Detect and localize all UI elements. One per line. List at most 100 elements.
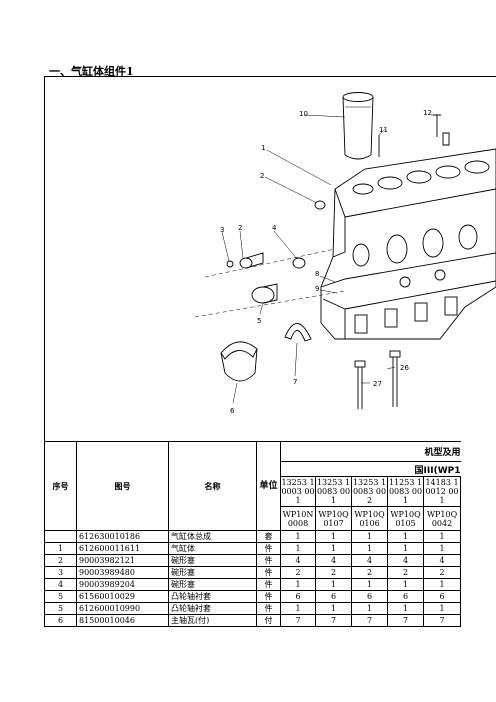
model-code: 13253 10083 001 bbox=[315, 476, 352, 507]
row-qty: 1 bbox=[280, 542, 316, 555]
row-qty: 1 bbox=[423, 530, 461, 543]
svg-text:12: 12 bbox=[423, 109, 432, 117]
thrust-washer-part bbox=[284, 323, 312, 342]
row-part-no: 61560010029 bbox=[76, 590, 169, 603]
row-qty: 1 bbox=[387, 602, 424, 615]
name-header: 名称 bbox=[168, 441, 257, 531]
row-unit: 件 bbox=[256, 590, 281, 603]
svg-text:26: 26 bbox=[400, 364, 409, 372]
row-part-no: 612600011611 bbox=[76, 542, 169, 555]
main-bearing-part bbox=[220, 341, 258, 382]
svg-text:8: 8 bbox=[315, 270, 319, 278]
row-seq bbox=[44, 530, 77, 543]
part-no-header: 图号 bbox=[76, 441, 169, 531]
row-name: 碗形塞 bbox=[168, 554, 257, 567]
row-qty: 6 bbox=[280, 590, 316, 603]
row-name: 气缸体 bbox=[168, 542, 257, 555]
engine-model: WP10Q 0105 bbox=[387, 506, 424, 531]
svg-text:7: 7 bbox=[293, 378, 297, 386]
row-qty: 4 bbox=[315, 554, 352, 567]
model-group-title: 机型及用 bbox=[280, 441, 461, 462]
row-unit: 套 bbox=[256, 530, 281, 543]
seq-header: 序号 bbox=[44, 441, 77, 531]
row-qty: 1 bbox=[423, 602, 461, 615]
row-qty: 1 bbox=[351, 542, 388, 555]
row-seq: 1 bbox=[44, 542, 77, 555]
row-name: 凸轮轴衬套 bbox=[168, 590, 257, 603]
row-qty: 2 bbox=[280, 566, 316, 579]
row-part-no: 90003982121 bbox=[76, 554, 169, 567]
svg-text:2: 2 bbox=[260, 172, 264, 180]
row-qty: 1 bbox=[315, 530, 352, 543]
bolt-parts bbox=[354, 350, 401, 409]
row-qty: 1 bbox=[351, 530, 388, 543]
row-unit: 件 bbox=[256, 602, 281, 615]
svg-text:5: 5 bbox=[257, 317, 261, 325]
row-seq: 3 bbox=[44, 566, 77, 579]
row-qty: 1 bbox=[280, 602, 316, 615]
row-qty: 2 bbox=[351, 566, 388, 579]
svg-text:27: 27 bbox=[373, 380, 382, 388]
unit-header: 单位 bbox=[256, 441, 281, 531]
row-qty: 4 bbox=[280, 554, 316, 567]
row-qty: 1 bbox=[423, 542, 461, 555]
row-qty: 1 bbox=[351, 578, 388, 591]
row-qty: 2 bbox=[315, 566, 352, 579]
row-qty: 2 bbox=[387, 566, 424, 579]
frame-left-rule bbox=[44, 76, 45, 442]
row-qty: 1 bbox=[315, 602, 352, 615]
model-code: 11253 10083 001 bbox=[387, 476, 424, 507]
row-qty: 1 bbox=[387, 542, 424, 555]
row-part-no: 612600010990 bbox=[76, 602, 169, 615]
row-qty: 4 bbox=[423, 554, 461, 567]
row-qty: 6 bbox=[423, 590, 461, 603]
row-part-no: 612630010186 bbox=[76, 530, 169, 543]
callout-labels: 10 11 12 1 2 3 2 4 8 9 5 6 7 26 27 bbox=[220, 109, 432, 415]
model-code: 13253 10003 001 bbox=[280, 476, 316, 507]
svg-text:11: 11 bbox=[379, 126, 388, 134]
row-qty: 1 bbox=[280, 530, 316, 543]
plug-parts bbox=[204, 200, 336, 278]
svg-text:1: 1 bbox=[261, 144, 265, 152]
row-part-no: 90003989480 bbox=[76, 566, 169, 579]
parts-table: 序号 图号 名称 单位 机型及用 国III(WP1 13253 10003 00… bbox=[44, 441, 461, 627]
row-unit: 付 bbox=[256, 614, 281, 627]
row-unit: 件 bbox=[256, 578, 281, 591]
parts-table-wrap: 序号 图号 名称 单位 机型及用 国III(WP1 13253 10003 00… bbox=[44, 441, 496, 627]
row-name: 凸轮轴衬套 bbox=[168, 602, 257, 615]
camshaft-bushing-part bbox=[194, 283, 346, 318]
exploded-drawing: 10 11 12 1 2 3 2 4 8 9 5 6 7 26 27 bbox=[194, 92, 496, 415]
engine-model: WP10Q 0107 bbox=[315, 506, 352, 531]
row-qty: 1 bbox=[280, 578, 316, 591]
row-qty: 7 bbox=[351, 614, 388, 627]
row-part-no: 90003989204 bbox=[76, 578, 169, 591]
row-seq: 5 bbox=[44, 590, 77, 603]
section-title: 一、气缸体组件1 bbox=[49, 65, 134, 78]
row-seq: 4 bbox=[44, 578, 77, 591]
row-seq: 2 bbox=[44, 554, 77, 567]
svg-text:3: 3 bbox=[220, 226, 224, 234]
row-qty: 1 bbox=[387, 530, 424, 543]
model-subgroup-title: 国III(WP1 bbox=[280, 461, 461, 477]
row-name: 气缸体总成 bbox=[168, 530, 257, 543]
svg-text:2: 2 bbox=[238, 224, 242, 232]
row-qty: 1 bbox=[387, 578, 424, 591]
title-rule bbox=[44, 76, 496, 77]
cylinder-liner-part bbox=[342, 92, 374, 160]
cylinder-block-part bbox=[320, 114, 496, 340]
svg-text:10: 10 bbox=[299, 110, 308, 118]
svg-text:4: 4 bbox=[272, 224, 277, 232]
engine-model: WP10Q 0106 bbox=[351, 506, 388, 531]
row-name: 主轴瓦(付) bbox=[168, 614, 257, 627]
row-qty: 7 bbox=[423, 614, 461, 627]
row-qty: 6 bbox=[351, 590, 388, 603]
row-qty: 7 bbox=[315, 614, 352, 627]
row-qty: 2 bbox=[423, 566, 461, 579]
row-name: 碗形塞 bbox=[168, 578, 257, 591]
row-qty: 7 bbox=[387, 614, 424, 627]
